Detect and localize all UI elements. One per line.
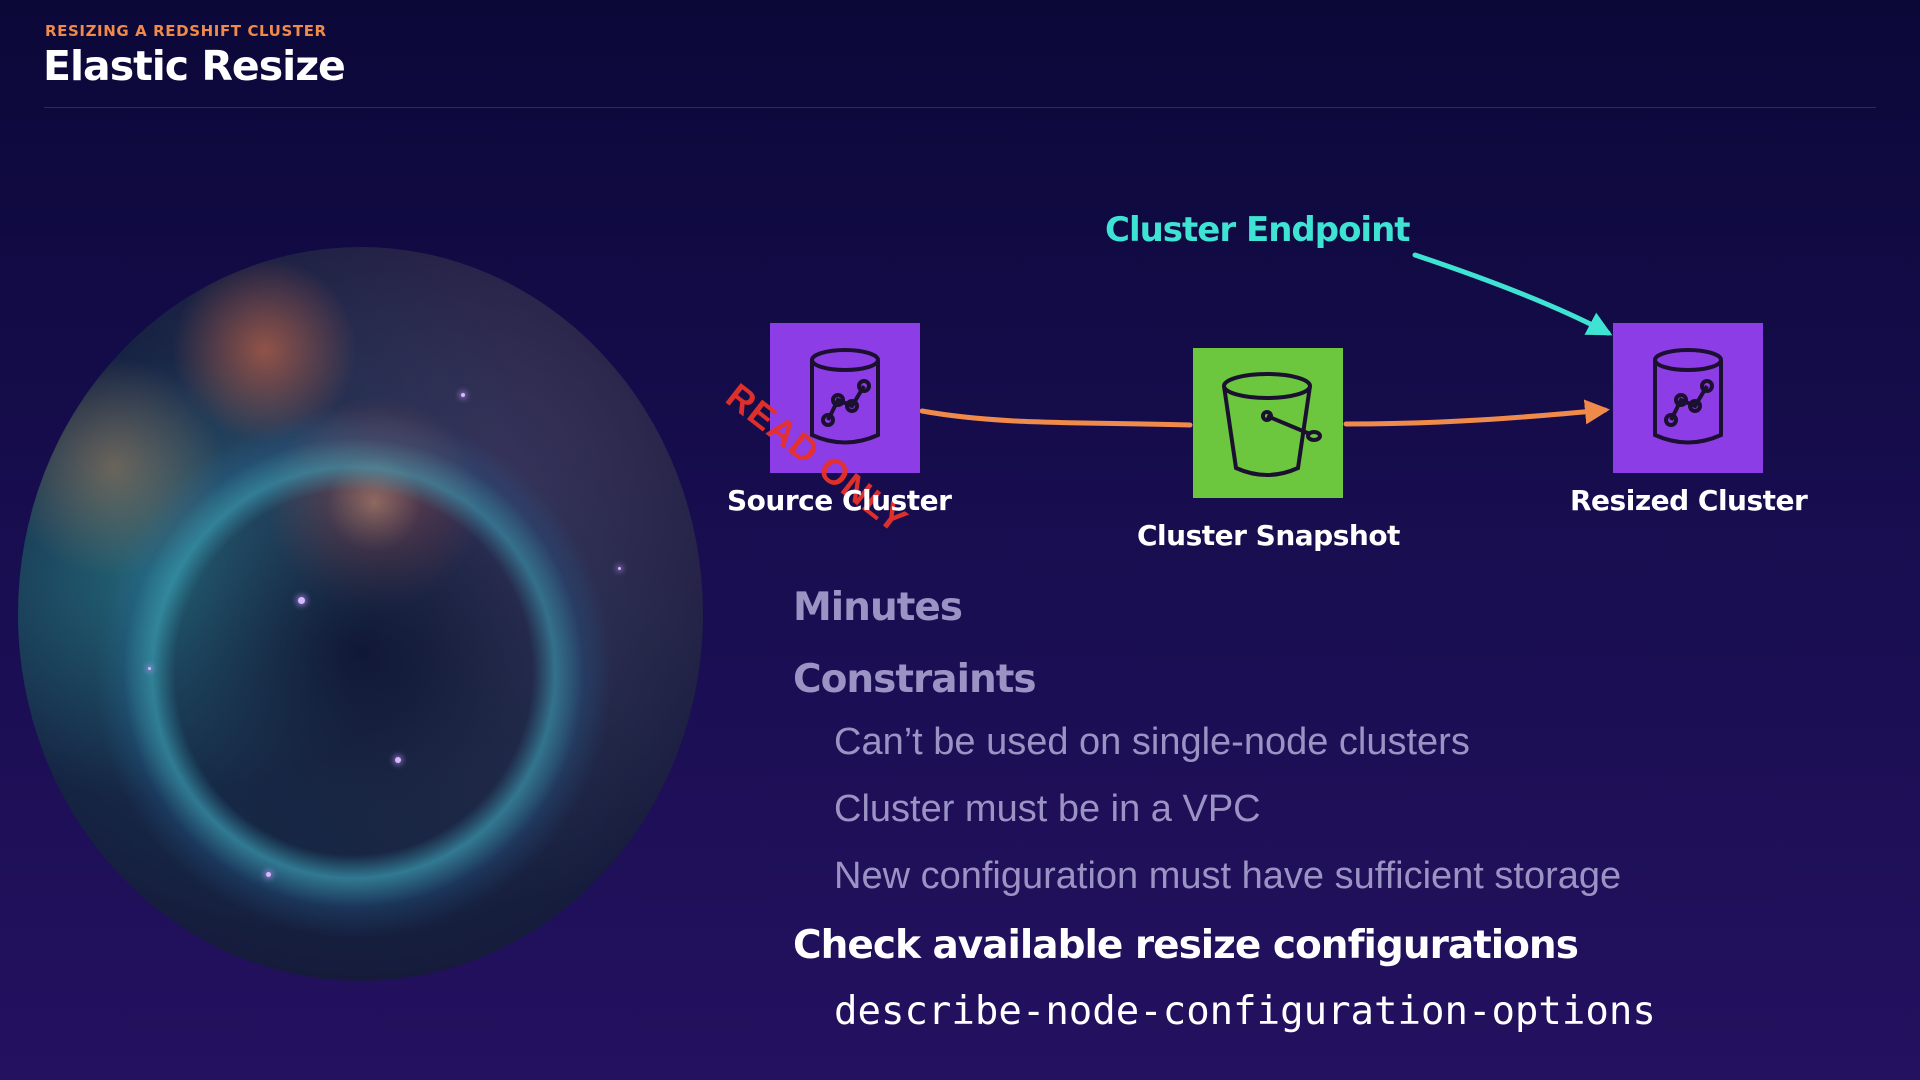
header-divider — [44, 107, 1876, 108]
star-icon — [395, 757, 401, 763]
redshift-cluster-icon — [1653, 348, 1723, 445]
star-icon — [461, 393, 465, 397]
flow-arrow-source-to-snapshot — [919, 408, 1193, 428]
constraint-item: New configuration must have sufficient s… — [834, 855, 1622, 897]
check-configurations-heading: Check available resize configurations — [793, 923, 1579, 968]
cluster-snapshot-label: Cluster Snapshot — [1137, 519, 1400, 552]
slide-title: Elastic Resize — [43, 42, 346, 90]
cli-command: describe-node-configuration-options — [834, 989, 1656, 1034]
source-cluster-label: Source Cluster — [727, 484, 952, 517]
flow-arrow-snapshot-to-resized — [1343, 399, 1610, 427]
source-cluster-node — [770, 323, 920, 473]
nebula-image — [18, 247, 703, 981]
constraint-item: Can’t be used on single-node clusters — [834, 721, 1470, 763]
star-icon — [618, 567, 621, 570]
minutes-heading: Minutes — [793, 585, 963, 630]
resized-cluster-node — [1613, 323, 1763, 473]
constraints-heading: Constraints — [793, 657, 1037, 702]
endpoint-arrow — [1412, 252, 1613, 336]
cluster-snapshot-node — [1193, 348, 1343, 498]
cluster-endpoint-label: Cluster Endpoint — [1105, 210, 1411, 250]
star-icon — [266, 872, 271, 877]
resized-cluster-label: Resized Cluster — [1570, 484, 1808, 517]
s3-bucket-icon — [1222, 372, 1322, 477]
star-icon — [148, 667, 151, 670]
constraint-item: Cluster must be in a VPC — [834, 788, 1261, 830]
star-icon — [298, 597, 305, 604]
star-icon — [588, 310, 591, 313]
redshift-cluster-icon — [810, 348, 880, 445]
slide-eyebrow: RESIZING A REDSHIFT CLUSTER — [45, 22, 327, 40]
